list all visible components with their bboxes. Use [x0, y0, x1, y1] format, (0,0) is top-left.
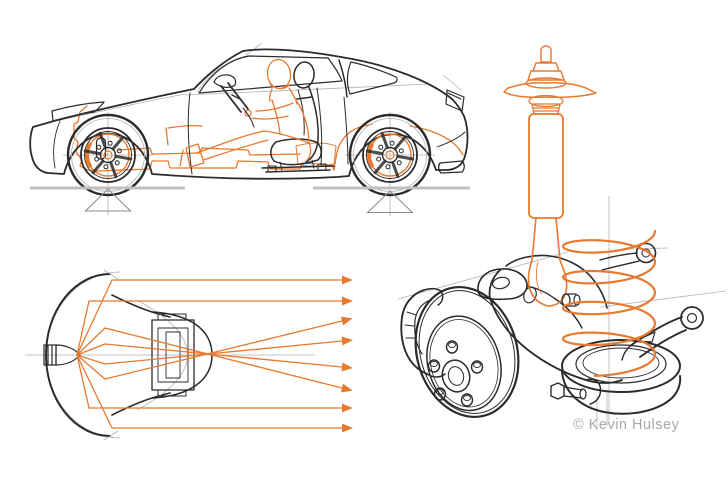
- ground-reference: [30, 186, 470, 213]
- front-datum-triangle: [84, 188, 132, 212]
- brake-caliper: [400, 287, 446, 378]
- wheel-hub: [441, 359, 471, 393]
- light-rays: [76, 275, 353, 433]
- headlight-lens: [51, 101, 105, 122]
- headlight-beam-diagram: [25, 269, 353, 441]
- suspension-assembly-illustration: © Kevin Hulsey: [397, 45, 727, 433]
- lug-nuts: [427, 340, 484, 407]
- side-mirror: [213, 74, 237, 88]
- spring-seat: [561, 339, 682, 415]
- driver-seat: [261, 61, 335, 173]
- door-window: [198, 55, 343, 94]
- car-side-cutaway-illustration: [29, 42, 470, 216]
- exhaust-tip: [437, 160, 465, 174]
- rear-datum-triangle: [366, 190, 414, 213]
- coil-spring: [561, 229, 657, 377]
- strut-body: [528, 113, 564, 219]
- suspension-knuckle: [477, 254, 623, 384]
- taillight: [445, 89, 465, 112]
- quarter-window: [346, 61, 398, 95]
- shock-absorber-strut: [503, 45, 597, 307]
- headrest: [293, 61, 315, 89]
- suspension-construction-lines: [397, 196, 727, 430]
- strut-top-mount: [503, 82, 597, 98]
- arm-bushing-eye: [680, 306, 704, 330]
- door-handle: [296, 96, 313, 100]
- lower-mount-bolt: [550, 378, 602, 405]
- copyright-credit: © Kevin Hulsey: [573, 417, 680, 433]
- lateral-control-arm: [621, 306, 704, 361]
- steering-wheel: [220, 82, 255, 128]
- car-body-outline: [29, 48, 469, 180]
- ray-arrowheads: [340, 275, 353, 433]
- driver-figure: [179, 58, 312, 168]
